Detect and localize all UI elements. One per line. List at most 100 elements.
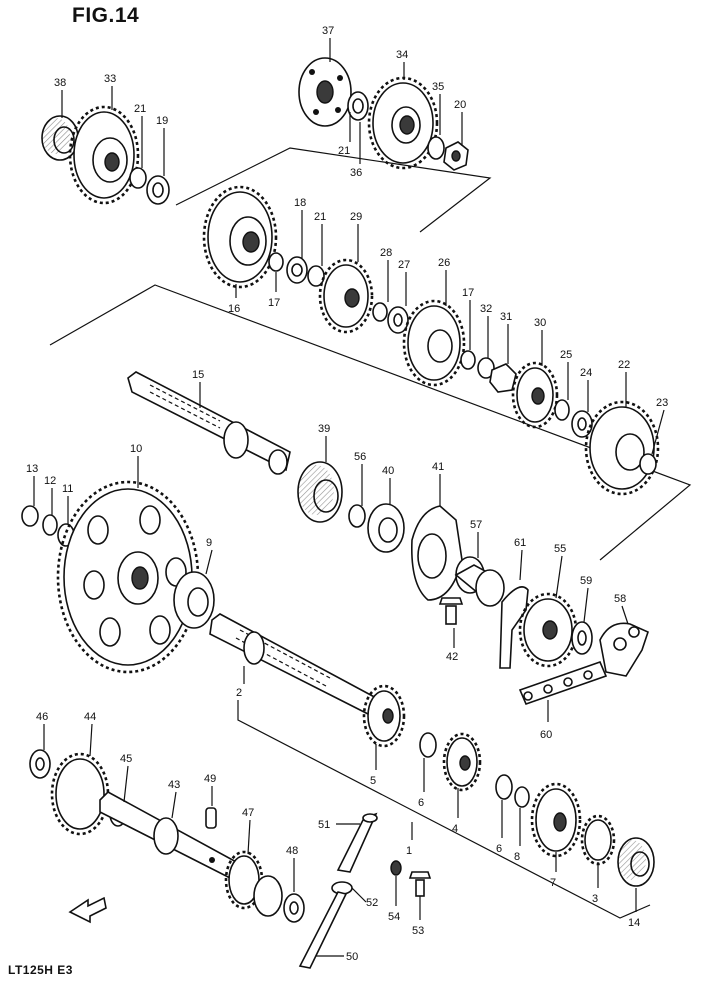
callout-3: 3	[592, 893, 598, 905]
part-24-washer	[571, 410, 593, 438]
part-51-shaft	[336, 812, 378, 873]
part-6-circlip-b	[495, 774, 513, 800]
callout-46: 46	[36, 711, 48, 723]
part-28-washer	[372, 302, 388, 322]
part-8-washer	[514, 786, 530, 808]
part-25-circlip	[554, 399, 570, 421]
part-22-gear	[584, 400, 660, 496]
callout-60: 60	[540, 729, 552, 741]
callout-39: 39	[318, 423, 330, 435]
part-50-shift-shaft	[298, 891, 348, 969]
callout-54: 54	[388, 911, 400, 923]
part-35-bushing	[427, 136, 445, 160]
part-10-final-gear	[56, 480, 200, 674]
callout-5: 5	[370, 775, 376, 787]
callout-55: 55	[554, 543, 566, 555]
assembly-frames	[49, 147, 692, 919]
part-27-washer	[387, 306, 409, 334]
callout-15: 15	[192, 369, 204, 381]
callout-11: 11	[62, 483, 73, 495]
callout-10: 10	[130, 443, 142, 455]
callout-25: 25	[560, 349, 572, 361]
callout-4: 4	[452, 823, 458, 835]
callout-45: 45	[120, 753, 132, 765]
part-37-holder	[298, 57, 352, 127]
part-3-gear	[580, 814, 616, 866]
part-33-gear	[68, 105, 140, 205]
callout-56: 56	[354, 451, 366, 463]
part-32-ring	[477, 357, 495, 379]
callout-19: 19	[156, 115, 168, 127]
callout-32: 32	[480, 303, 492, 315]
callout-34: 34	[396, 49, 408, 61]
callout-23: 23	[656, 397, 668, 409]
callout-33: 33	[104, 73, 116, 85]
part-58-chain-link	[599, 622, 649, 677]
callout-14: 14	[628, 917, 640, 929]
callout-44: 44	[84, 711, 96, 723]
part-47-gear	[224, 850, 283, 917]
part-21-circlip	[129, 167, 147, 189]
callout-57: 57	[470, 519, 482, 531]
callout-12: 12	[44, 475, 56, 487]
callout-28: 28	[380, 247, 392, 259]
callout-40: 40	[382, 465, 394, 477]
callout-43: 43	[168, 779, 180, 791]
callout-48: 48	[286, 845, 298, 857]
part-2-driveshaft	[209, 613, 382, 718]
callout-51: 51	[318, 819, 330, 831]
callout-24: 24	[580, 367, 592, 379]
callout-20-top: 20	[454, 99, 466, 111]
part-15-countershaft	[127, 371, 291, 475]
callout-7: 7	[550, 877, 556, 889]
part-54-washer	[390, 860, 402, 876]
part-19-washer	[146, 175, 170, 205]
part-34-gear	[367, 76, 439, 170]
callout-16: 16	[228, 303, 240, 315]
callout-17-right: 17	[462, 287, 474, 299]
part-26-gear	[402, 299, 466, 387]
part-20-nut	[443, 141, 469, 171]
callout-38: 38	[54, 77, 66, 89]
part-13-nut	[21, 505, 39, 527]
part-5-gear	[362, 684, 406, 748]
callout-47: 47	[242, 807, 254, 819]
callout-2: 2	[236, 687, 242, 699]
callout-21-left: 21	[134, 103, 146, 115]
part-44-gear	[50, 752, 110, 836]
callout-17-left: 17	[268, 297, 280, 309]
part-55-sprocket	[518, 592, 578, 668]
callout-21-mid: 21	[314, 211, 326, 223]
part-16-gear	[202, 185, 278, 289]
part-60-chain	[518, 660, 608, 706]
callout-18: 18	[294, 197, 306, 209]
callout-9: 9	[206, 537, 212, 549]
part-39-bearing	[297, 461, 343, 523]
callout-50: 50	[346, 951, 358, 963]
callout-6-a: 6	[418, 797, 424, 809]
part-7-gear	[530, 782, 582, 858]
callout-30: 30	[534, 317, 546, 329]
part-36-washer	[347, 91, 369, 121]
part-46-washer	[29, 749, 51, 779]
callout-21-top: 21	[338, 145, 350, 157]
callout-36: 36	[350, 167, 362, 179]
part-59-washer	[571, 621, 593, 655]
part-4-gear	[442, 732, 482, 792]
callout-41: 41	[432, 461, 444, 473]
callout-58: 58	[614, 593, 626, 605]
callout-31: 31	[500, 311, 512, 323]
part-18-washer	[286, 256, 308, 284]
callout-61: 61	[514, 537, 526, 549]
part-40-oil-seal	[367, 503, 405, 553]
part-48-washer	[283, 893, 305, 923]
part-6-circlip-a	[419, 732, 437, 758]
callout-52: 52	[366, 897, 378, 909]
callout-35: 35	[432, 81, 444, 93]
part-17-washer-b	[460, 350, 476, 370]
part-14-bearing	[617, 837, 655, 887]
part-30-gear	[511, 361, 559, 429]
part-21-circlip-b	[307, 265, 325, 287]
part-29-gear	[318, 258, 374, 334]
